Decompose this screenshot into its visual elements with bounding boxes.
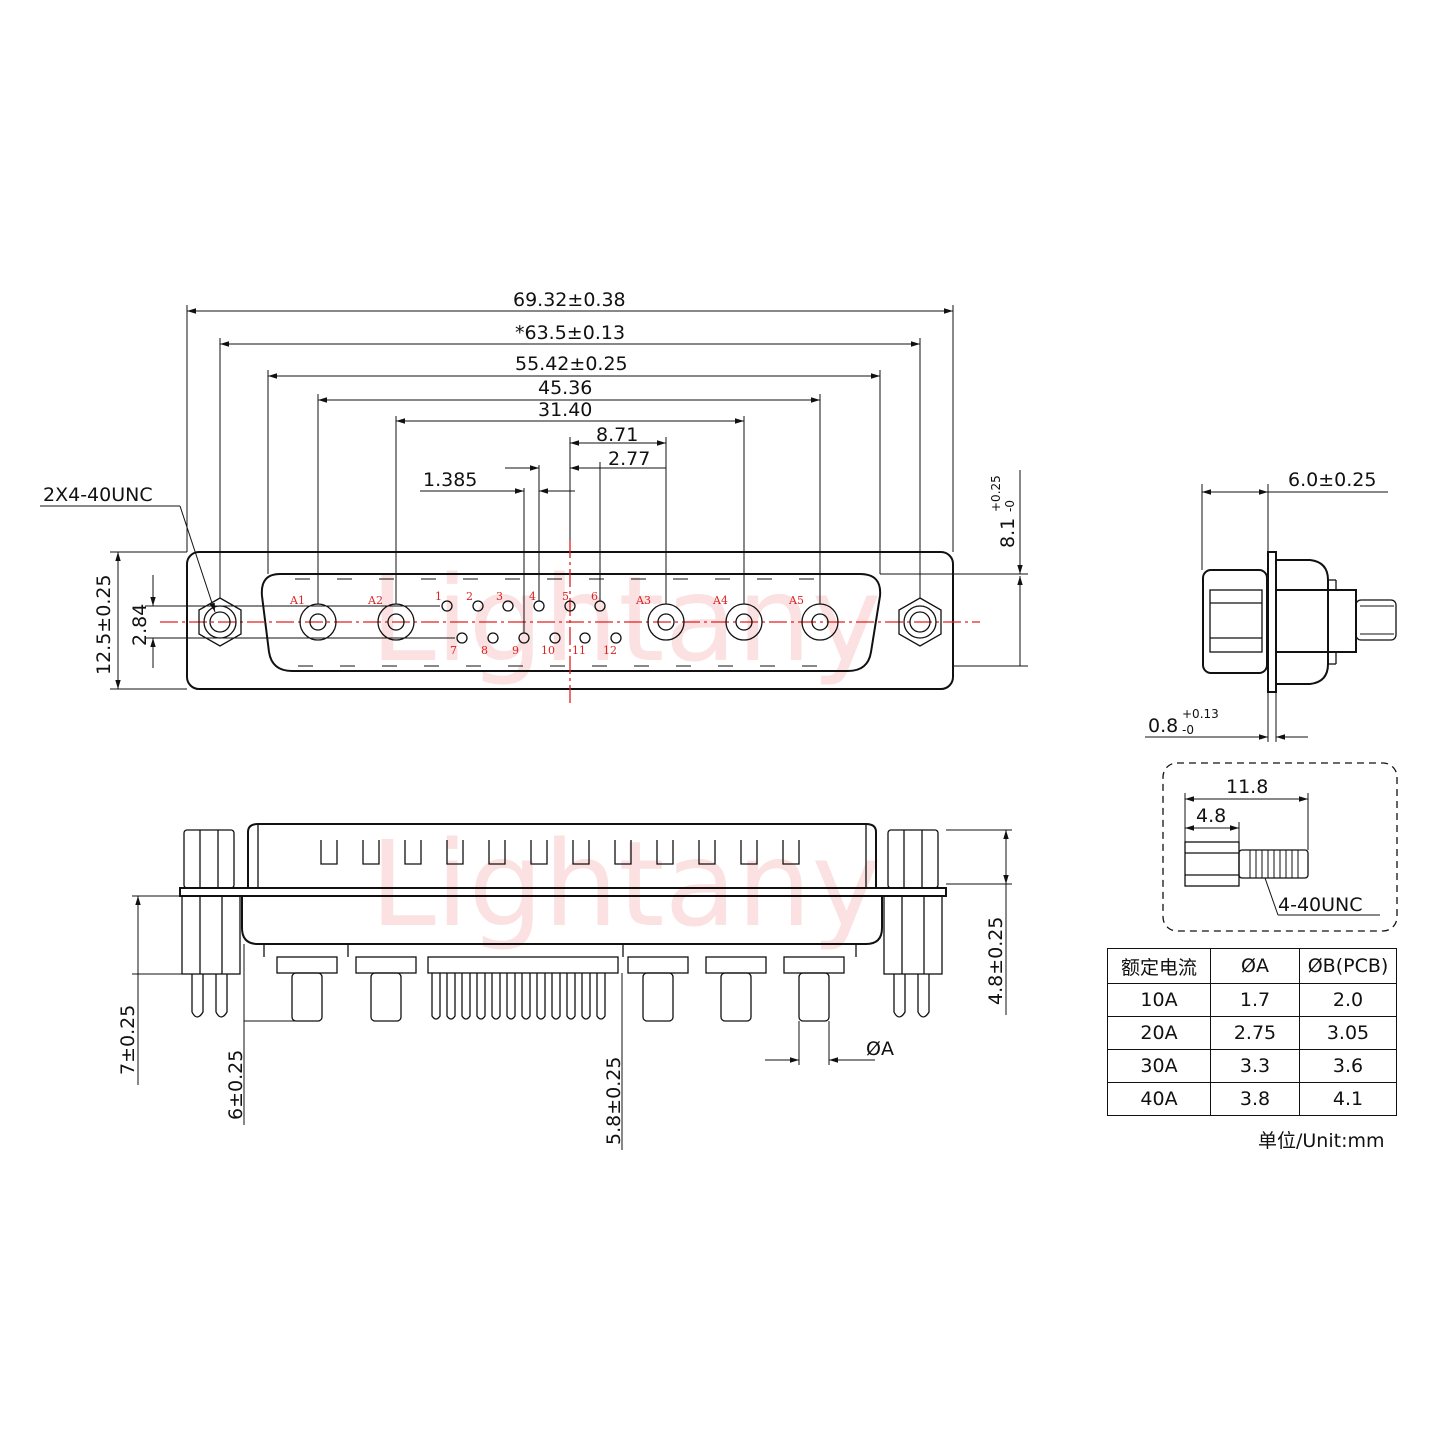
label-a1: A1 [289, 594, 305, 607]
watermark-bottom: Lightany [370, 815, 881, 953]
power-contacts [299, 603, 839, 641]
dim-row-spacing: 2.84 [129, 604, 151, 646]
signal-contacts [441, 600, 622, 644]
label-a4: A4 [712, 594, 728, 607]
dim-flange-tol-plus: +0.13 [1182, 707, 1219, 721]
label-pin-10: 10 [541, 644, 555, 657]
label-pin-4: 4 [529, 590, 536, 603]
side-nut-hex [1209, 589, 1263, 653]
dim-a1-a5: 45.36 [538, 377, 592, 399]
table-cell: 20A [1107, 1016, 1211, 1050]
label-pin-6: 6 [591, 590, 598, 603]
dim-pin-diameter: ØA [866, 1038, 894, 1060]
table-row: 20A 2.75 3.05 [1107, 1016, 1397, 1050]
label-pin-8: 8 [481, 644, 488, 657]
table-cell: 10A [1107, 983, 1211, 1017]
table-cell: 3.8 [1210, 1082, 1300, 1116]
bottom-flange [179, 887, 947, 897]
watermark-top: Lightany [370, 550, 881, 688]
label-a3: A3 [635, 594, 651, 607]
table-header: 额定电流 [1107, 948, 1211, 984]
bottom-shell [247, 823, 877, 888]
table-cell: 4.1 [1299, 1082, 1397, 1116]
label-pin-3: 3 [496, 590, 503, 603]
bottom-view: 7±0.25 6±0.25 5.8±0.25 4.8±0.25 ØA [117, 823, 1012, 1150]
table-header: ØA [1210, 948, 1300, 984]
dim-overall-width: 69.32±0.38 [513, 289, 626, 311]
label-pin-9: 9 [512, 644, 519, 657]
dim-flange-thickness: 0.8 [1148, 715, 1178, 737]
table-header-row: 额定电流 ØA ØB(PCB) [1107, 948, 1397, 984]
label-pin-1: 1 [435, 590, 442, 603]
dim-center-a3: 8.71 [596, 424, 638, 446]
side-shell [1275, 559, 1329, 685]
dim-flange-height: 12.5±0.25 [93, 574, 115, 675]
dim-mounting-spacing: *63.5±0.13 [515, 322, 625, 344]
right-boardlock [883, 895, 943, 975]
left-boardlock [181, 895, 241, 975]
side-insert [1275, 589, 1357, 653]
table-cell: 3.3 [1210, 1049, 1300, 1083]
table-row: 10A 1.7 2.0 [1107, 983, 1397, 1017]
table-header: ØB(PCB) [1299, 948, 1397, 984]
dim-thread-note: 2X4-40UNC [43, 484, 153, 506]
table-cell: 1.7 [1210, 983, 1300, 1017]
unit-note: 单位/Unit:mm [1258, 1130, 1385, 1152]
label-pin-5: 5 [562, 590, 569, 603]
table-cell: 40A [1107, 1082, 1211, 1116]
front-view: A1 A2 A3 A4 A5 1 2 3 4 5 6 7 8 9 10 11 1… [40, 289, 1028, 705]
dim-a2-a4: 31.40 [538, 399, 592, 421]
thread-note-leader [179, 505, 216, 613]
left-standoff [183, 829, 235, 889]
dim-center-pin6: 2.77 [608, 448, 650, 470]
screw-detail: 11.8 4.8 4-40UNC [1162, 762, 1398, 932]
shell-outline [260, 573, 882, 672]
dim-signal-pin-length: 5.8±0.25 [603, 1057, 625, 1145]
dim-pin-pitch: 1.385 [423, 469, 477, 491]
dim-screw-head: 4.8 [1196, 805, 1226, 827]
table-cell: 3.05 [1299, 1016, 1397, 1050]
label-pin-12: 12 [603, 644, 617, 657]
current-rating-table: 额定电流 ØA ØB(PCB) 10A 1.7 2.0 20A 2.75 3.0… [1107, 948, 1397, 1116]
dim-screw-thread: 4-40UNC [1278, 894, 1363, 916]
dim-shell-height-tol-minus: -0 [1003, 500, 1017, 512]
dim-boardlock-length: 7±0.25 [117, 1005, 139, 1075]
right-standoff [887, 829, 939, 889]
label-a5: A5 [788, 594, 804, 607]
table-cell: 2.75 [1210, 1016, 1300, 1050]
dim-depth: 6.0±0.25 [1288, 469, 1376, 491]
side-nut-body [1202, 569, 1268, 674]
side-flange [1267, 551, 1277, 693]
bottom-insulator [241, 896, 883, 945]
label-pin-11: 11 [572, 644, 586, 657]
screw-head [1184, 841, 1240, 887]
table-cell: 2.0 [1299, 983, 1397, 1017]
table-row: 40A 3.8 4.1 [1107, 1082, 1397, 1116]
table-row: 30A 3.3 3.6 [1107, 1049, 1397, 1083]
label-pin-7: 7 [450, 644, 457, 657]
label-a2: A2 [367, 594, 383, 607]
table-cell: 30A [1107, 1049, 1211, 1083]
label-pin-2: 2 [466, 590, 473, 603]
side-pin [1355, 599, 1397, 641]
dim-shell-height-bottom: 4.8±0.25 [985, 917, 1007, 1005]
dim-shell-height-tol-plus: +0.25 [989, 475, 1003, 512]
side-view: 6.0±0.25 0.8 +0.13 -0 [1145, 469, 1397, 742]
right-hex-nut [898, 597, 942, 647]
dim-flange-tol-minus: -0 [1182, 723, 1194, 737]
table-cell: 3.6 [1299, 1049, 1397, 1083]
dim-shell-height: 8.1 [997, 518, 1019, 548]
dim-power-pin-length: 6±0.25 [225, 1050, 247, 1120]
dim-shell-width: 55.42±0.25 [515, 353, 628, 375]
dim-screw-length: 11.8 [1226, 776, 1268, 798]
